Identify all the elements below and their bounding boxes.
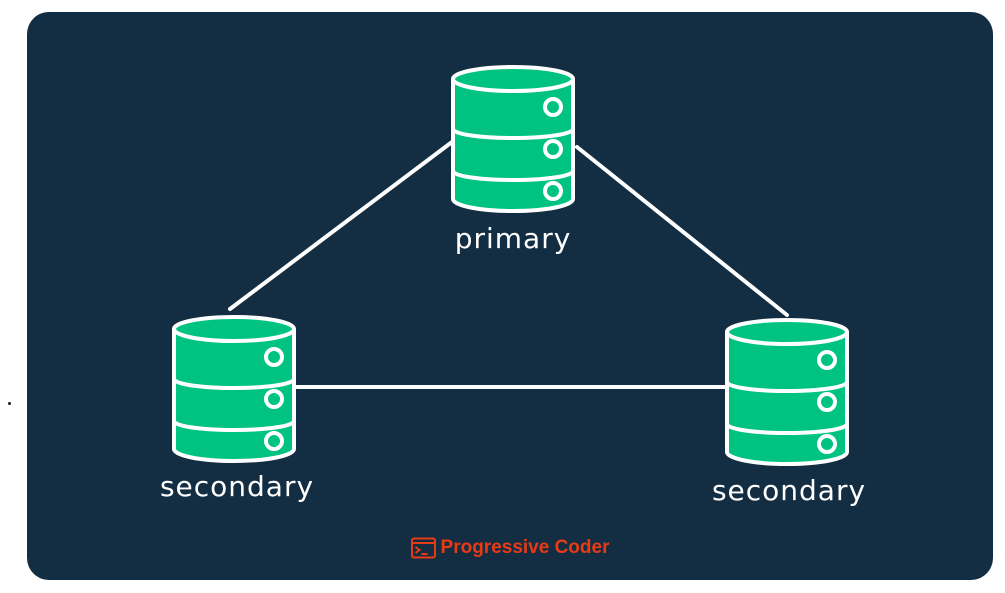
diagram-panel: primary secondary secondary Progressive … xyxy=(27,12,993,580)
edge-primary-secondary-left xyxy=(228,140,454,311)
brand-name: Progressive Coder xyxy=(440,537,610,558)
terminal-window-icon xyxy=(411,537,437,559)
brand-watermark: Progressive Coder xyxy=(411,537,610,559)
replication-diagram xyxy=(172,65,849,466)
secondary-right-label: secondary xyxy=(711,474,867,507)
secondary-left-label: secondary xyxy=(159,470,315,503)
secondary-left-database-icon xyxy=(172,315,296,463)
secondary-right-database-icon xyxy=(725,318,849,466)
stray-dot xyxy=(8,402,11,405)
primary-label: primary xyxy=(454,222,572,255)
edge-primary-secondary-right xyxy=(575,145,789,317)
primary-database-icon xyxy=(451,65,575,213)
